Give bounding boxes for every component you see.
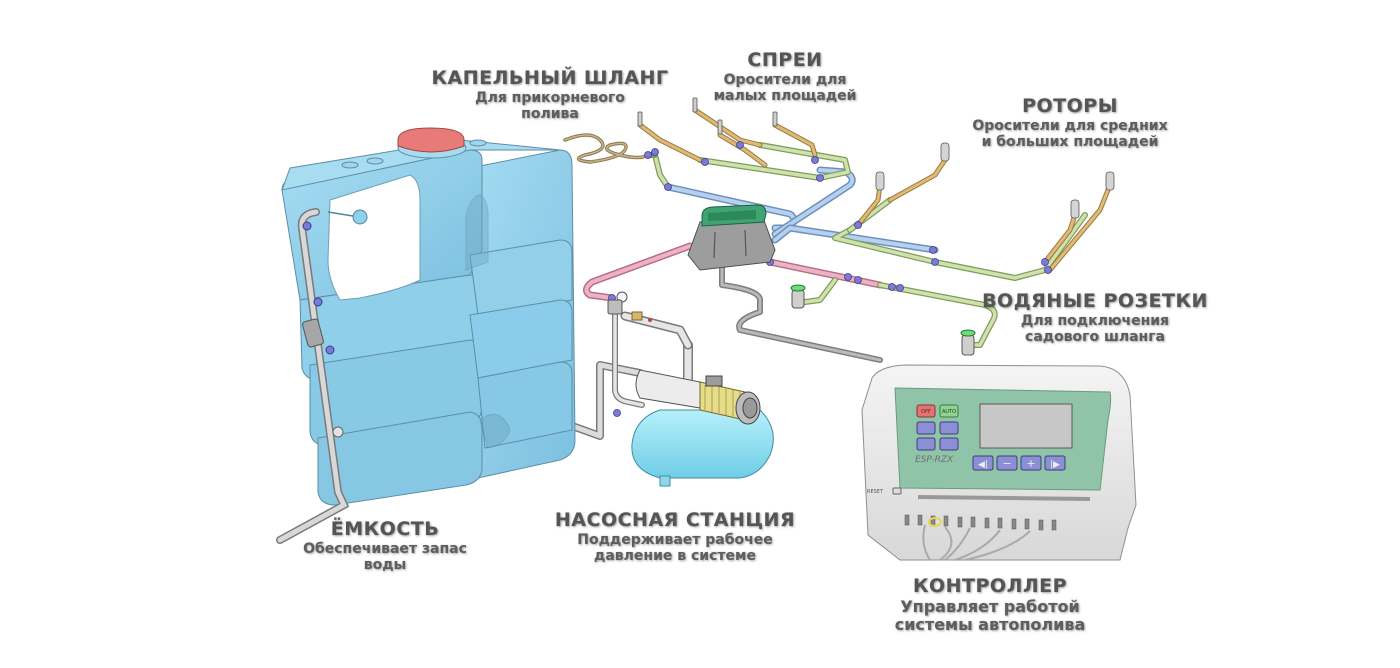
label-tank-line1: Обеспечивает запас	[303, 540, 467, 557]
svg-text:◀|: ◀|	[978, 460, 988, 470]
svg-text:AUTO: AUTO	[942, 409, 956, 415]
label-rotors-line1: Оросители для средних	[972, 117, 1168, 134]
nav-plus-button[interactable]	[1020, 455, 1042, 471]
water-tank	[281, 127, 576, 506]
svg-text:+: +	[1026, 457, 1035, 470]
label-water-outlets: ВОДЯНЫЕ РОЗЕТКИ Для подключения садового…	[965, 290, 1225, 345]
label-pump-station: НАСОСНАЯ СТАНЦИЯ Поддерживает рабочее да…	[535, 509, 815, 564]
controller-model-label: ESP-RZX	[915, 455, 954, 465]
controller-screen	[979, 403, 1073, 449]
label-water-outlets-line2: садового шланга	[1025, 328, 1165, 345]
program-button-1[interactable]	[916, 421, 936, 435]
label-pump-station-line2: давление в системе	[594, 547, 756, 564]
reset-label: RESET	[867, 489, 884, 495]
label-water-outlets-title: ВОДЯНЫЕ РОЗЕТКИ	[982, 290, 1208, 312]
label-drip-hose-title: КАПЕЛЬНЫЙ ШЛАНГ	[431, 67, 669, 89]
pipe-network	[546, 107, 1113, 440]
program-button-4[interactable]	[939, 437, 959, 451]
label-sprays-line1: Оросители для	[723, 71, 847, 88]
label-sprays-line2: малых площадей	[713, 87, 857, 104]
label-controller: КОНТРОЛЛЕР Управляет работой системы авт…	[855, 575, 1125, 635]
svg-text:|▶: |▶	[1050, 460, 1060, 470]
label-rotors-line2: и больших площадей	[981, 133, 1159, 150]
rotor-heads	[875, 142, 1115, 219]
filter-icon	[302, 318, 324, 348]
tank-inlet-pipe	[276, 208, 350, 544]
label-water-outlets-line1: Для подключения	[1020, 312, 1170, 329]
label-controller-line2: системы автополива	[894, 615, 1086, 635]
label-sprays: СПРЕИ Оросители для малых площадей	[680, 49, 890, 104]
svg-text:OFF: OFF	[921, 409, 931, 415]
nav-prev-button[interactable]	[972, 455, 994, 471]
label-pump-station-line1: Поддерживает рабочее	[577, 531, 773, 548]
controller-device: OFF AUTO ESP-RZX ◀| − + |▶ RESET	[861, 364, 1137, 561]
auto-button[interactable]	[939, 404, 959, 418]
label-controller-title: КОНТРОЛЛЕР	[912, 575, 1068, 597]
label-tank-line2: воды	[363, 556, 407, 573]
valve-box	[687, 204, 776, 271]
water-outlets	[790, 284, 976, 356]
label-pump-station-title: НАСОСНАЯ СТАНЦИЯ	[554, 509, 796, 531]
program-button-3[interactable]	[916, 437, 936, 451]
program-button-2[interactable]	[939, 421, 959, 435]
reset-button[interactable]	[892, 487, 902, 495]
label-rotors: РОТОРЫ Оросители для средних и больших п…	[940, 95, 1200, 150]
svg-text:−: −	[1002, 457, 1011, 470]
off-button[interactable]	[916, 404, 936, 418]
label-drip-hose-line1: Для прикорневого	[475, 89, 625, 106]
label-tank: ЁМКОСТЬ Обеспечивает запас воды	[270, 518, 500, 573]
label-drip-hose-line2: полива	[521, 105, 579, 122]
label-drip-hose: КАПЕЛЬНЫЙ ШЛАНГ Для прикорневого полива	[415, 67, 685, 122]
pressure-accumulator	[631, 409, 774, 479]
spray-heads	[637, 97, 778, 135]
nav-next-button[interactable]	[1044, 455, 1066, 471]
label-controller-line1: Управляет работой	[900, 596, 1080, 616]
pump-station	[607, 291, 774, 487]
nav-minus-button[interactable]	[996, 455, 1018, 471]
label-rotors-title: РОТОРЫ	[1022, 95, 1118, 117]
label-sprays-title: СПРЕИ	[747, 49, 823, 71]
terminal-strip	[904, 514, 1057, 531]
label-tank-title: ЁМКОСТЬ	[330, 518, 440, 540]
